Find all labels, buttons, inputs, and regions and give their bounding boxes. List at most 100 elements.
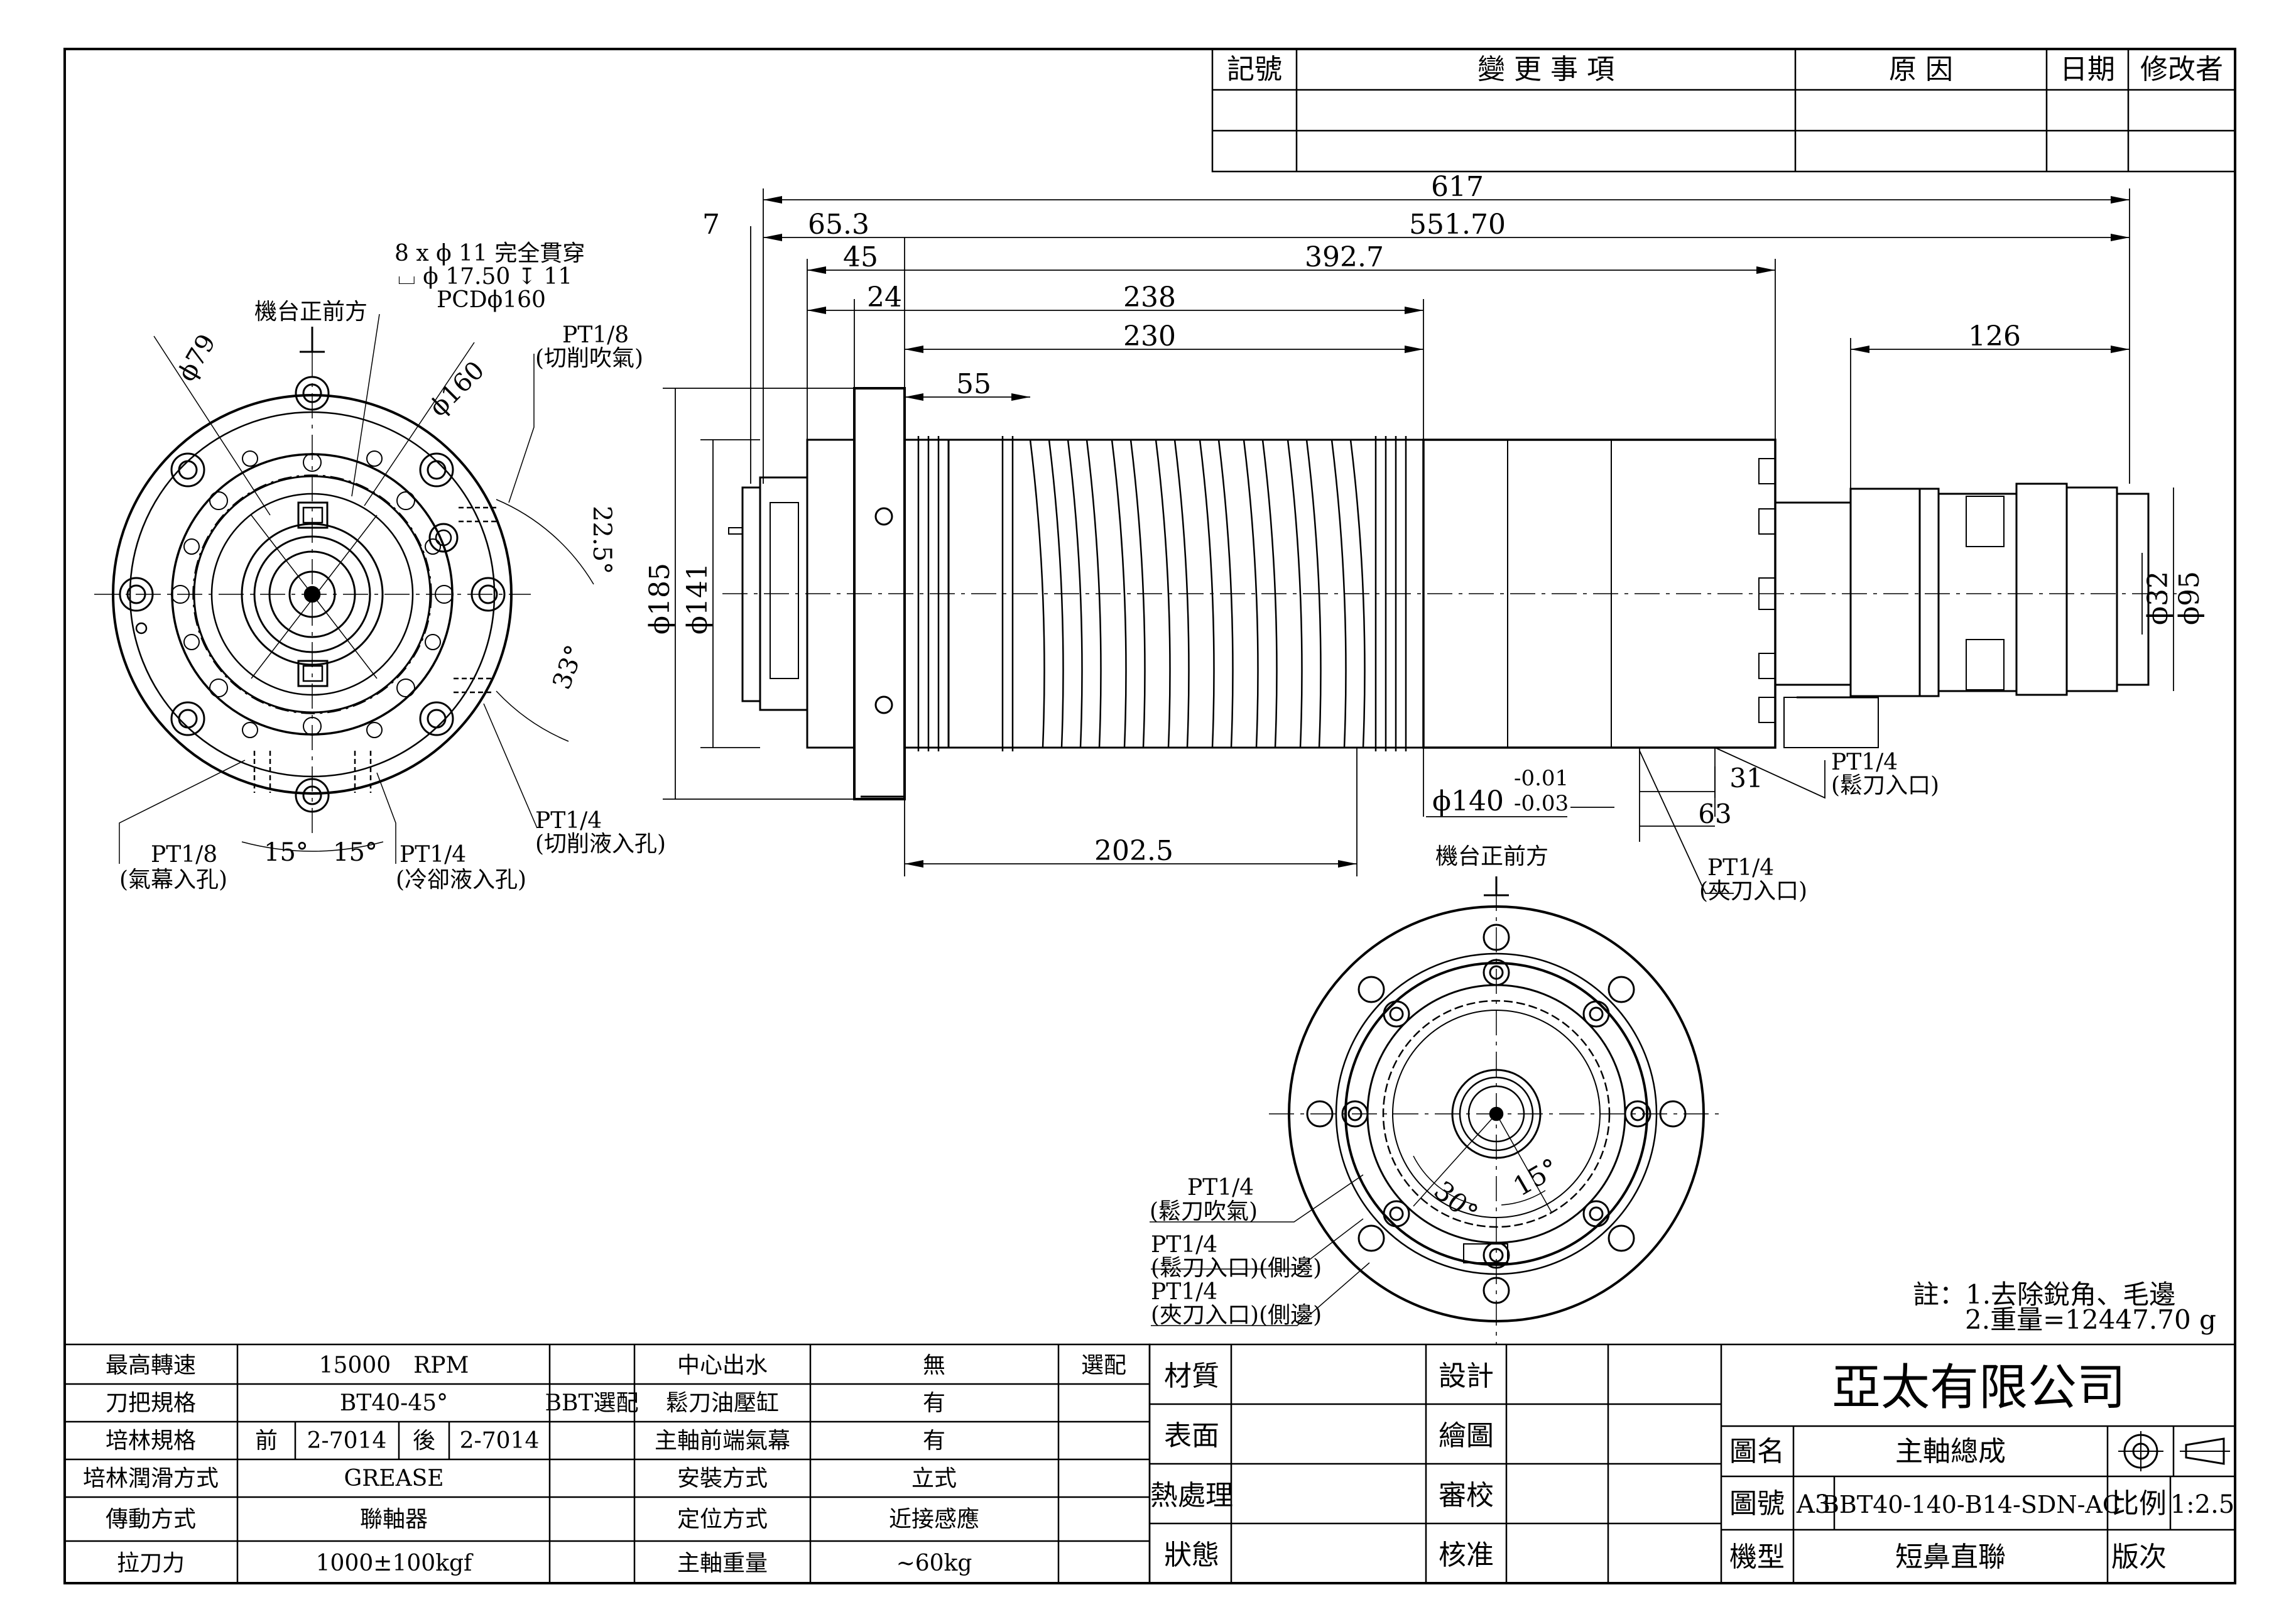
spec-position-label: 定位方式 — [677, 1507, 768, 1532]
front-dia-79: ϕ79 — [172, 329, 222, 386]
spec-max-speed-label: 最高轉速 — [106, 1353, 196, 1378]
rear-angle-30: 30° — [1428, 1175, 1484, 1228]
front-view — [94, 313, 594, 864]
dim-617: 617 — [1431, 171, 1484, 203]
title-number-label: 圖號 — [1729, 1488, 1785, 1520]
title-number-value: BBT40-140-B14-SDN-AC — [1822, 1491, 2121, 1518]
spec-center-water-label: 中心出水 — [677, 1353, 768, 1378]
rear-port-release-side-name: (鬆刀入口)(側邊) — [1151, 1255, 1322, 1281]
dim-126: 126 — [1968, 320, 2021, 352]
spec-bearing-label: 培林規格 — [106, 1428, 196, 1454]
dim-dia-141: ϕ141 — [682, 563, 714, 635]
title-check: 審校 — [1439, 1480, 1494, 1512]
spec-bbt-option: BBT選配 — [545, 1390, 639, 1416]
side-port-release-code: PT1/4 — [1831, 749, 1898, 775]
title-heat: 熱處理 — [1150, 1480, 1233, 1512]
spec-holder-value: BT40-45° — [340, 1390, 448, 1416]
title-name-label: 圖名 — [1729, 1436, 1785, 1468]
dim-65-3: 65.3 — [808, 209, 869, 241]
front-angle-15-right: 15° — [333, 838, 378, 867]
front-hole-note-3: PCDϕ160 — [437, 287, 546, 313]
front-port-cutfluid-name: (切削液入孔) — [535, 831, 666, 857]
revision-header-mark: 記號 — [1227, 53, 1282, 85]
dim-31: 31 — [1729, 763, 1763, 793]
spec-weight-value: ~60kg — [896, 1550, 972, 1576]
title-model-label: 機型 — [1729, 1541, 1785, 1573]
dim-551-70: 551.70 — [1409, 209, 1506, 241]
dim-392-7: 392.7 — [1305, 241, 1384, 273]
note-line-2: 2.重量=12447.70 g — [1965, 1304, 2216, 1335]
spec-cylinder-label: 鬆刀油壓缸 — [666, 1390, 779, 1416]
spec-bearing-front: 前 — [255, 1428, 278, 1454]
revision-block — [1211, 48, 2236, 173]
front-port-cutfluid-code: PT1/4 — [535, 808, 602, 834]
spec-curtain-label: 主軸前端氣幕 — [655, 1428, 790, 1454]
spec-lube-label: 培林潤滑方式 — [83, 1466, 219, 1491]
title-scale-label: 比例 — [2111, 1488, 2167, 1520]
spec-pull-label: 拉刀力 — [117, 1550, 185, 1576]
side-view — [663, 188, 2177, 894]
title-state: 狀態 — [1164, 1539, 1219, 1571]
dim-dia-95: ϕ95 — [2174, 571, 2206, 625]
front-view-front-label: 機台正前方 — [254, 299, 367, 325]
revision-header-date: 日期 — [2060, 53, 2115, 85]
side-port-clamp-name: (夾刀入口) — [1699, 878, 1807, 904]
rear-view — [1150, 876, 1724, 1344]
title-drawn: 繪圖 — [1439, 1420, 1494, 1452]
front-port-cut-air-name: (切削吹氣) — [535, 346, 643, 371]
title-material: 材質 — [1164, 1360, 1219, 1392]
rear-port-release-side-code: PT1/4 — [1151, 1232, 1217, 1258]
title-name-value: 主軸總成 — [1895, 1436, 2006, 1468]
front-port-coolant-code: PT1/4 — [400, 842, 466, 868]
dim-tol-upper: -0.01 — [1514, 766, 1569, 791]
spec-pull-value: 1000±100kgf — [316, 1550, 474, 1576]
title-approve: 核准 — [1439, 1539, 1494, 1571]
dim-24: 24 — [867, 281, 902, 313]
rear-port-release-air-name: (鬆刀吹氣) — [1150, 1199, 1258, 1224]
title-company: 亞太有限公司 — [1832, 1360, 2126, 1416]
title-size: A3 — [1796, 1490, 1831, 1519]
dim-dia-32: ϕ32 — [2142, 571, 2174, 625]
front-hole-note-1: 8 x ϕ 11 完全貫穿 — [394, 241, 585, 266]
spec-curtain-value: 有 — [923, 1428, 945, 1454]
dim-tol-lower: -0.03 — [1514, 791, 1569, 816]
spec-bearing-rear-value: 2-7014 — [460, 1428, 540, 1454]
title-surface: 表面 — [1164, 1420, 1219, 1452]
dim-7: 7 — [702, 209, 720, 241]
dim-dia-185: ϕ185 — [644, 563, 676, 635]
revision-header-reason: 原 因 — [1889, 53, 1953, 85]
spec-drive-value: 聯軸器 — [360, 1507, 428, 1532]
rear-angle-15: 15° — [1508, 1152, 1564, 1202]
front-port-cut-air-code: PT1/8 — [562, 322, 629, 348]
spec-table — [63, 1343, 1151, 1584]
dim-45: 45 — [843, 241, 878, 273]
spec-center-water-value: 無 — [923, 1353, 945, 1378]
spec-drive-label: 傳動方式 — [106, 1507, 196, 1532]
spec-cylinder-value: 有 — [923, 1390, 945, 1416]
spec-bearing-rear: 後 — [413, 1428, 435, 1454]
title-version-label: 版次 — [2111, 1541, 2167, 1573]
front-port-curtain-name: (氣幕入孔) — [119, 867, 227, 893]
title-model-value: 短鼻直聯 — [1895, 1541, 2006, 1573]
rear-port-release-air-code: PT1/4 — [1187, 1175, 1254, 1201]
title-design: 設計 — [1439, 1360, 1494, 1392]
spec-mount-label: 安裝方式 — [677, 1466, 768, 1491]
spec-lube-value: GREASE — [344, 1466, 443, 1491]
front-angle-15-left: 15° — [264, 838, 308, 867]
front-dia-160: ϕ160 — [424, 356, 491, 422]
spec-bearing-front-value: 2-7014 — [307, 1428, 387, 1454]
front-angle-33: 33° — [547, 641, 589, 693]
dim-55: 55 — [956, 368, 991, 400]
side-port-release-name: (鬆刀入口) — [1831, 773, 1939, 798]
rear-view-front-label: 機台正前方 — [1435, 844, 1548, 869]
front-port-curtain-code: PT1/8 — [151, 842, 217, 868]
spec-position-value: 近接感應 — [889, 1507, 979, 1532]
title-scale-value: 1:2.5 — [2170, 1490, 2235, 1519]
revision-header-change: 變 更 事 項 — [1477, 53, 1614, 85]
spec-max-speed-value: 15000 RPM — [319, 1353, 469, 1378]
front-angle-22-5: 22.5° — [587, 506, 616, 574]
note-line-1: 註：1.去除銳角、毛邊 — [1913, 1279, 2175, 1310]
front-hole-note-2: ⌴ ϕ 17.50 ↧ 11 — [398, 264, 572, 290]
rear-port-clamp-side-name: (夾刀入口)(側邊) — [1151, 1302, 1322, 1328]
